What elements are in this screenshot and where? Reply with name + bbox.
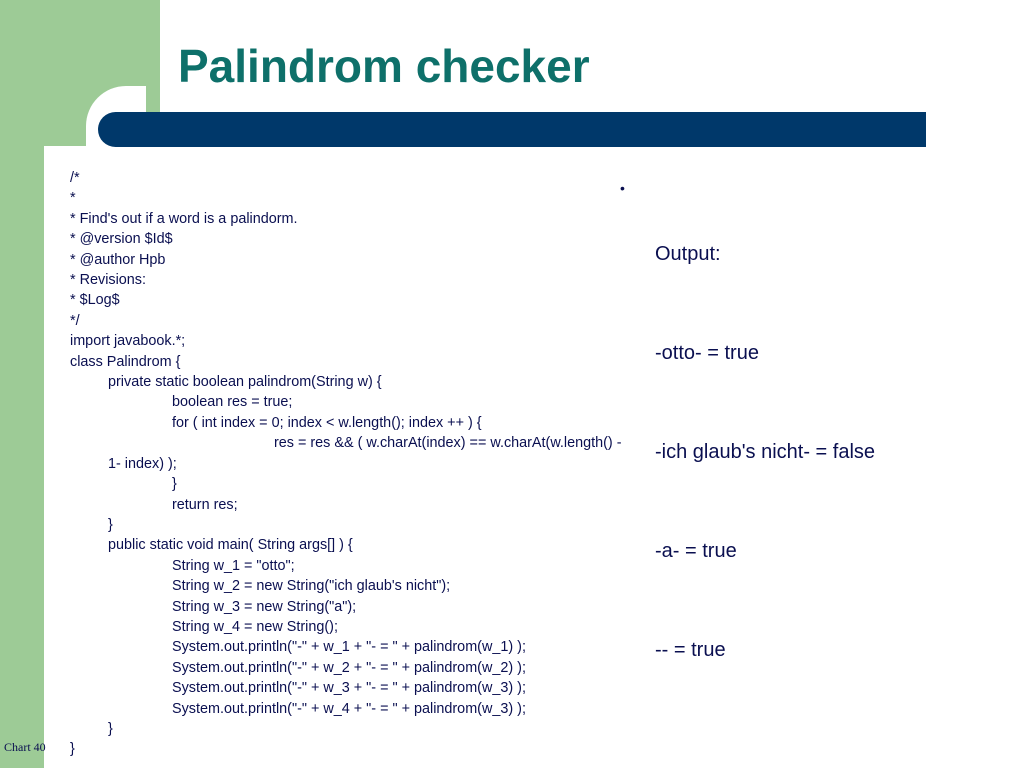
code-line: } <box>108 720 113 737</box>
slide-number: Chart 40 <box>4 740 46 754</box>
code-line: import javabook.*; <box>70 333 186 350</box>
code-line: /* <box>70 170 80 186</box>
code-line: String w_1 = "otto"; <box>172 557 295 574</box>
code-line: * @author Hpb <box>70 251 166 268</box>
code-line: * @version $Id$ <box>70 231 173 248</box>
code-line: * Revisions: <box>70 272 146 289</box>
code-line: boolean res = true; <box>172 394 293 411</box>
code-line: */ <box>70 312 80 329</box>
code-line: String w_2 = new String("ich glaub's nic… <box>172 578 451 595</box>
code-line: * $Log$ <box>70 292 120 309</box>
content-panel <box>44 146 1024 768</box>
code-line: class Palindrom { <box>70 353 181 370</box>
output-heading: Output: <box>655 243 721 265</box>
code-line: System.out.println("-" + w_3 + "- = " + … <box>172 680 526 697</box>
code-line: 1- index) ); <box>108 455 177 472</box>
code-line: String w_3 = new String("a"); <box>172 598 357 615</box>
code-line: * <box>70 190 76 207</box>
code-line: } <box>172 476 177 493</box>
code-line: public static void main( String args[] )… <box>108 537 353 554</box>
bullet-dot-icon: • <box>620 180 625 196</box>
code-listing: /* * * Find's out if a word is a palindo… <box>70 168 710 760</box>
output-line: -a- = true <box>655 540 737 562</box>
code-line: System.out.println("-" + w_4 + "- = " + … <box>172 700 526 717</box>
code-line: System.out.println("-" + w_2 + "- = " + … <box>172 659 526 676</box>
code-line: for ( int index = 0; index < w.length();… <box>172 414 482 431</box>
code-line: String w_4 = new String(); <box>172 618 338 635</box>
left-accent-strip <box>0 130 44 768</box>
output-line: -- = true <box>655 639 726 661</box>
code-line: return res; <box>172 496 238 513</box>
code-line: res = res && ( w.charAt(index) == w.char… <box>274 435 622 452</box>
code-line: } <box>70 741 75 758</box>
code-line: private static boolean palindrom(String … <box>108 374 382 391</box>
code-line: } <box>108 516 113 533</box>
code-line: System.out.println("-" + w_1 + "- = " + … <box>172 639 526 656</box>
output-line: -ich glaub's nicht- = false <box>655 441 876 463</box>
title-underline-bar <box>98 112 926 147</box>
output-bullet-list: • Output: -otto- = true -ich glaub's nic… <box>620 172 875 733</box>
output-line: -otto- = true <box>655 342 759 364</box>
slide-title: Palindrom checker <box>178 40 590 92</box>
code-line: * Find's out if a word is a palindorm. <box>70 210 298 227</box>
